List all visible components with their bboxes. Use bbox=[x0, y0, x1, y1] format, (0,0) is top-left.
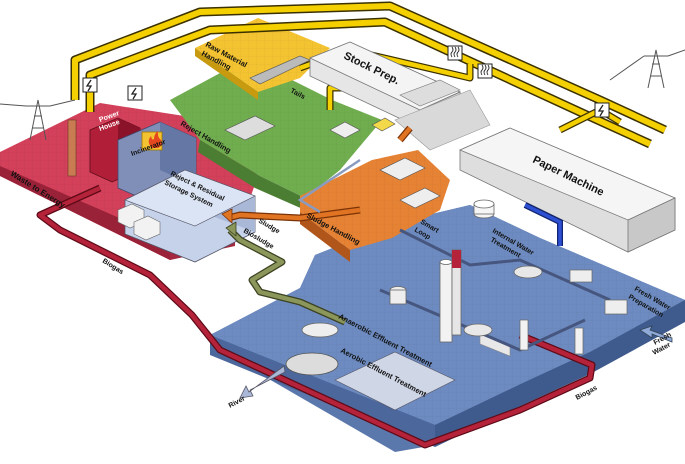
treatment-equipment bbox=[285, 199, 628, 411]
truck-icon bbox=[117, 203, 161, 241]
flame-icon bbox=[148, 131, 162, 148]
river-label: River bbox=[228, 395, 247, 410]
river-arrow bbox=[239, 365, 286, 399]
sludge-handling-zone bbox=[300, 150, 450, 262]
stock-prep-building bbox=[308, 41, 491, 151]
power-line-tower-icon bbox=[0, 49, 685, 141]
steam-icon bbox=[447, 45, 493, 79]
reject-handling-zone bbox=[170, 58, 382, 210]
sludge-pipe bbox=[221, 125, 413, 224]
lightning-icon bbox=[82, 77, 610, 118]
raw-material-zone bbox=[195, 18, 330, 100]
fresh-water-arrow bbox=[639, 325, 673, 343]
reject-equipment bbox=[224, 55, 441, 209]
biogas-pipe bbox=[36, 184, 596, 449]
biosludge-pipe bbox=[225, 221, 347, 326]
paper-machine-building bbox=[458, 127, 676, 357]
